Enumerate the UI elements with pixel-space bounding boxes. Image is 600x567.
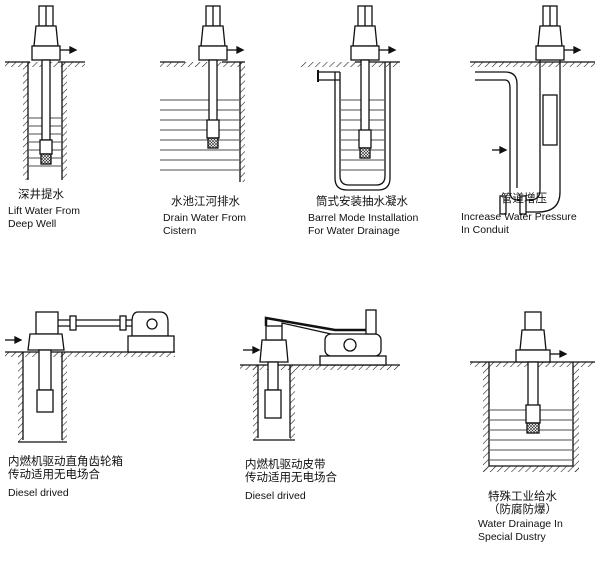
caption-en-line: Deep Well [8,218,57,230]
caption-cistern: 水池江河排水 Drain Water From Cistern [163,195,246,238]
caption-cn-line: 管道增压 [501,191,547,205]
caption-en-line: Water Drainage In [478,518,563,530]
caption-en-line: Lift Water From [8,205,80,217]
caption-en-line: Increase Water Pressure [461,211,577,223]
special-industry-diagram [470,311,595,472]
caption-cn-line: 内燃机驱动直角齿轮箱 [8,454,123,468]
caption-cn-line: 水池江河排水 [171,194,240,208]
caption-en-line: Cistern [163,225,197,237]
caption-special: 特殊工业给水 （防腐防爆） Water Drainage In Special … [478,490,563,544]
caption-cn-line: 内燃机驱动皮带 [245,457,326,471]
caption-cn-line: 传动适用无电场合 [8,467,100,481]
caption-conduit: 管道增压 Increase Water Pressure In Conduit [461,192,577,237]
caption-diesel-belt: 内燃机驱动皮带 传动适用无电场合 Diesel drived [245,458,337,503]
cistern-diagram [160,5,245,182]
caption-cn-line: 深井提水 [18,187,64,201]
caption-barrel: 筒式安装抽水凝水 Barrel Mode Installation For Wa… [308,195,418,238]
caption-cn-line: 特殊工业给水 [488,489,557,503]
diesel-belt-diagram [240,309,400,441]
caption-cn-line: 筒式安装抽水凝水 [316,194,408,208]
caption-en-line: In Conduit [461,224,509,236]
caption-deep-well: 深井提水 Lift Water From Deep Well [8,188,80,231]
deep-well-diagram [5,5,85,180]
caption-en-line: Barrel Mode Installation [308,212,419,224]
caption-diesel-gearbox: 内燃机驱动直角齿轮箱 传动适用无电场合 Diesel drived [8,455,123,500]
caption-cn-line: （防腐防爆） [488,502,557,516]
diesel-gearbox-diagram [5,311,175,443]
conduit-diagram [470,5,595,215]
caption-en-line: Special Dustry [478,531,546,543]
barrel-diagram [300,5,400,191]
caption-en-line: Diesel drived [245,490,306,502]
caption-cn-line: 传动适用无电场合 [245,470,337,484]
caption-en-line: For Water Drainage [308,225,400,237]
caption-en-line: Drain Water From [163,212,247,224]
caption-en-line: Diesel drived [8,487,69,499]
